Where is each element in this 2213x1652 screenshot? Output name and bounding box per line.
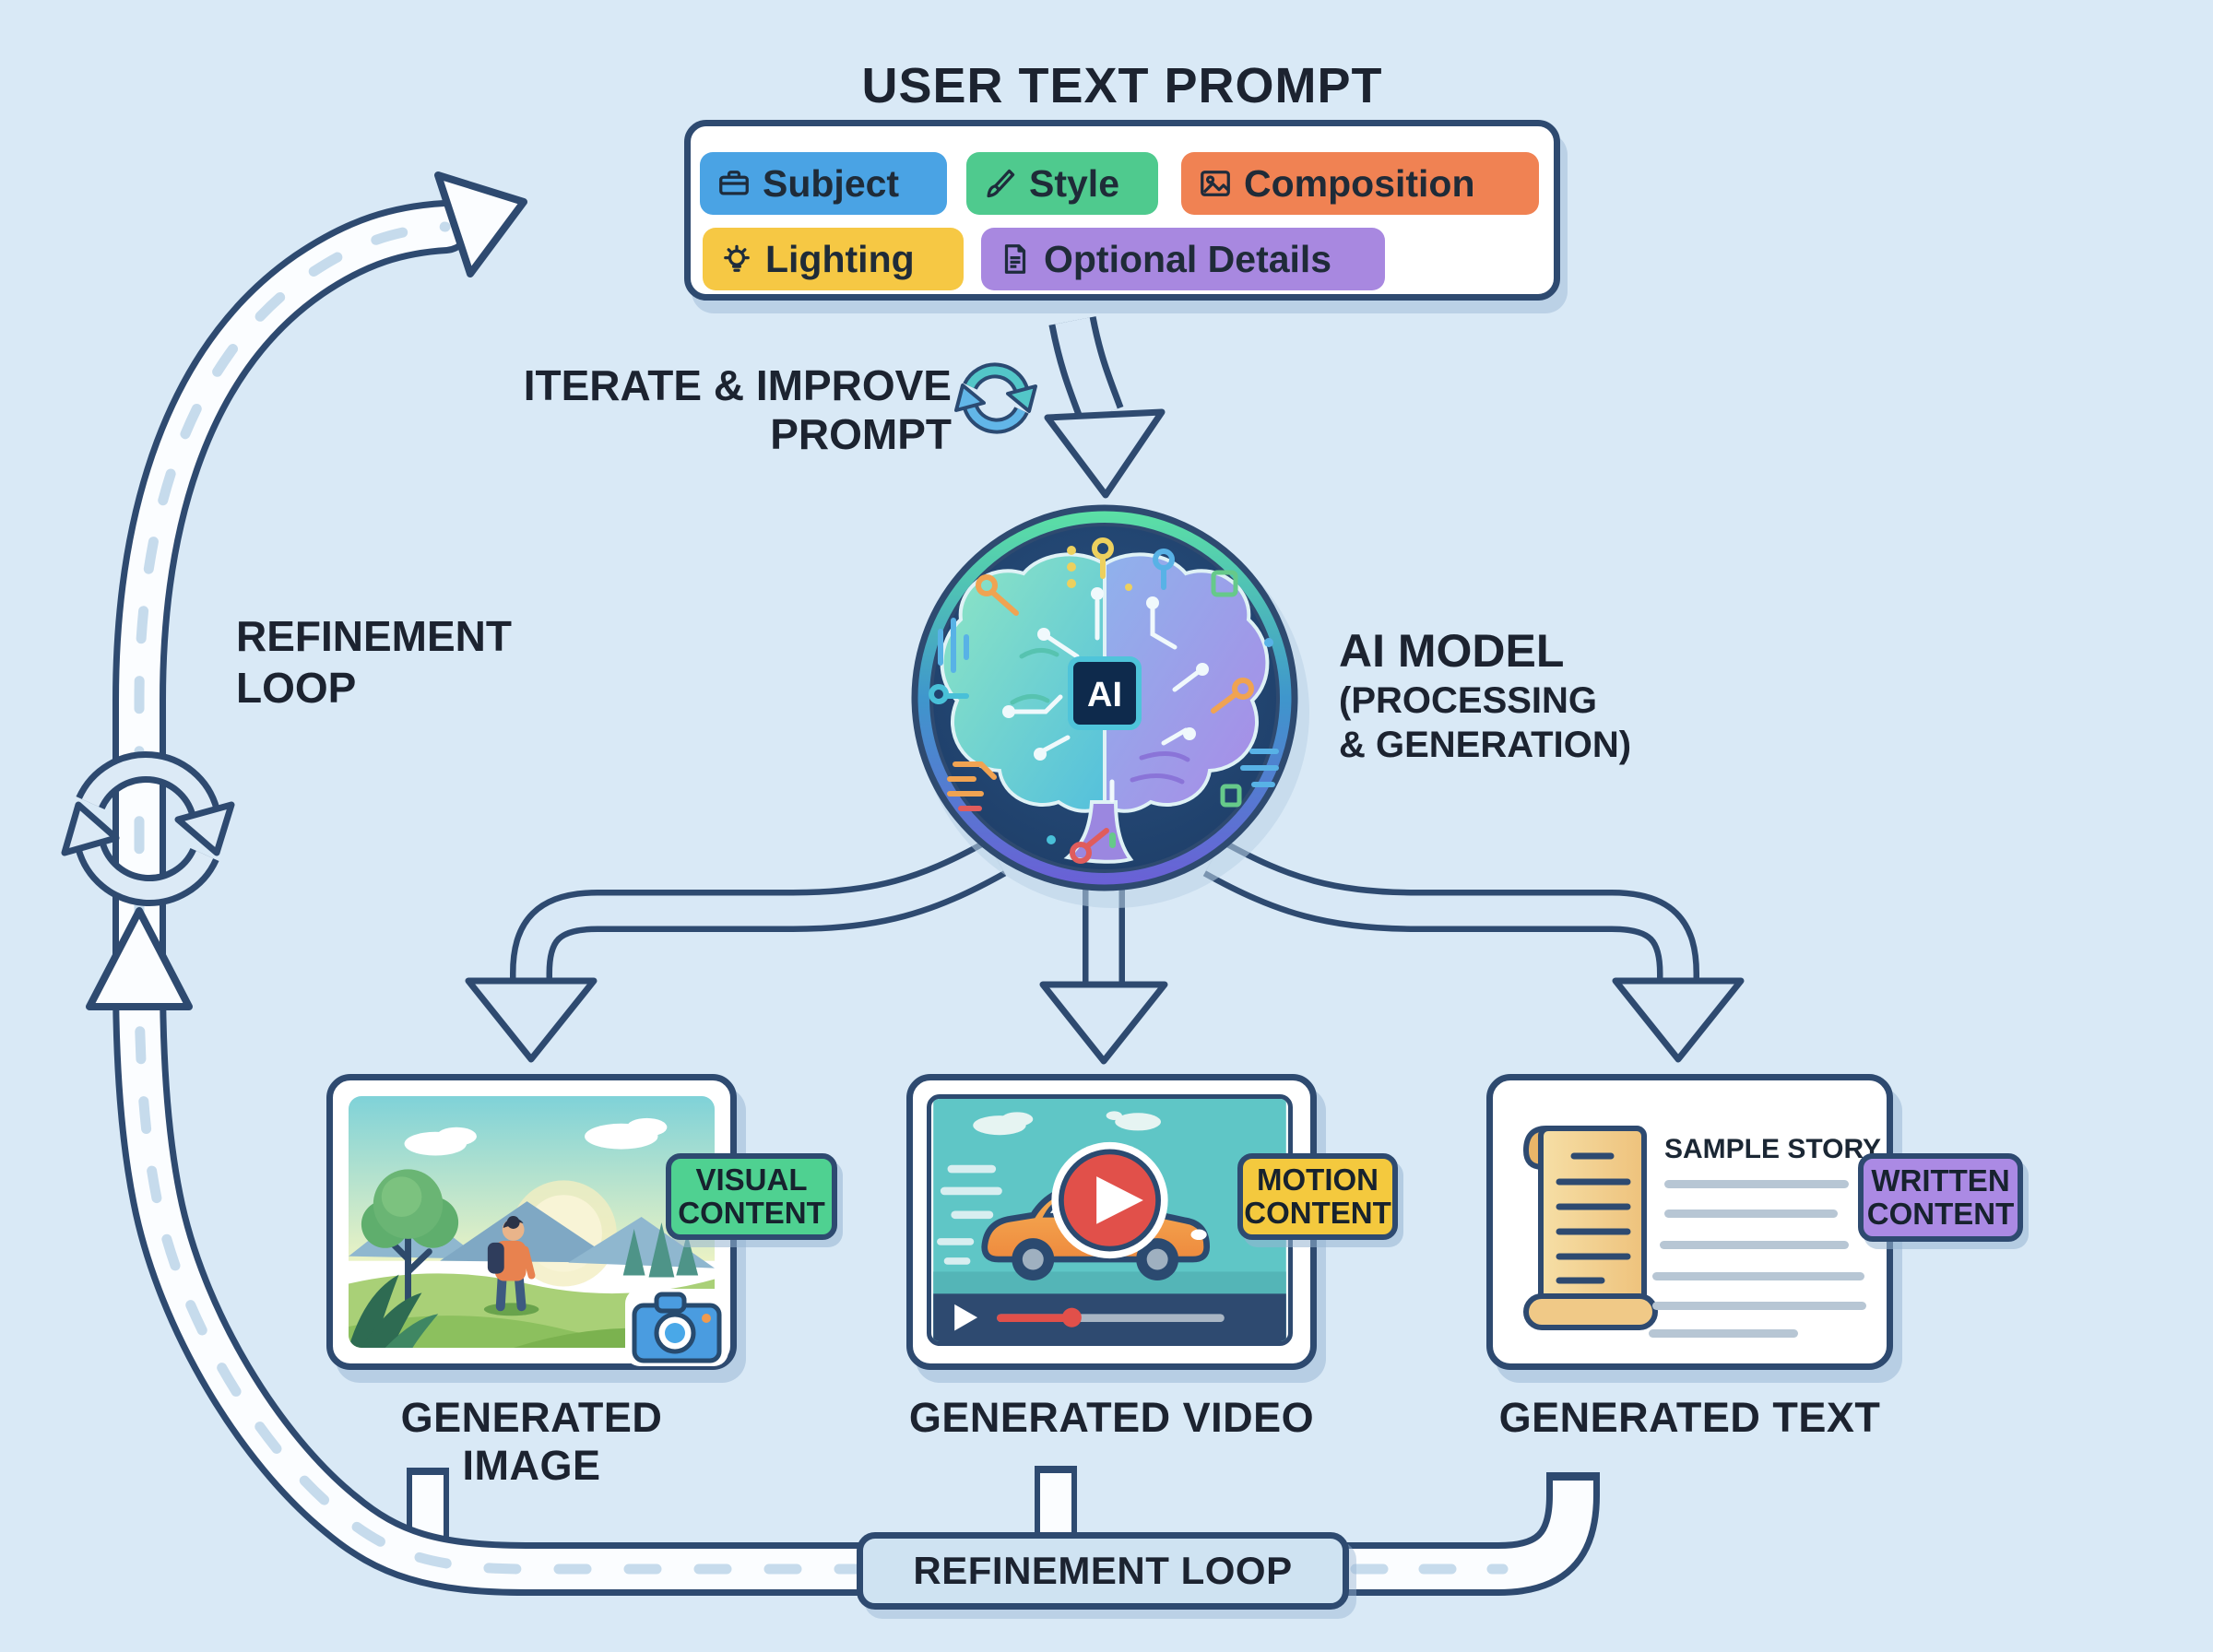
briefcase-icon <box>719 171 749 195</box>
ai-model-node: AI <box>911 504 1309 908</box>
loop-to-prompt-arrowhead <box>434 171 527 277</box>
text-line <box>1652 1302 1866 1310</box>
landscape-illustration <box>349 1096 715 1348</box>
iterate-improve-label: ITERATE & IMPROVE PROMPT <box>523 361 952 459</box>
tag-label: Optional Details <box>1044 237 1332 280</box>
tag-label: Lighting <box>765 237 915 280</box>
ai-brain-illustration: AI <box>940 552 1270 864</box>
text-line <box>1649 1329 1798 1338</box>
generated-text-label: GENERATED TEXT <box>1498 1394 1881 1441</box>
loop-up-arrowhead <box>86 907 193 1010</box>
refinement-loop-left-label: REFINEMENT LOOP <box>236 612 512 713</box>
text-line <box>1664 1210 1838 1218</box>
tag-label: Composition <box>1244 161 1475 205</box>
play-button-icon <box>1051 1141 1168 1259</box>
paintbrush-icon <box>987 169 1015 198</box>
text-line <box>1660 1241 1849 1249</box>
refinement-loop-box: REFINEMENT LOOP <box>857 1532 1349 1610</box>
tree <box>361 1169 459 1312</box>
foreground-leaves <box>349 1274 439 1348</box>
text-line <box>1664 1180 1849 1188</box>
ai-chip-label: AI <box>1087 676 1122 714</box>
tag-composition: Composition <box>1181 152 1539 215</box>
user-text-prompt-box: Subject Style Composition Lighting <box>684 120 1560 301</box>
tag-subject: Subject <box>700 152 947 215</box>
ai-model-label: AI MODEL (PROCESSING & GENERATION) <box>1339 625 1632 765</box>
motion-content-badge: MOTION CONTENT <box>1237 1153 1398 1240</box>
page-title: USER TEXT PROMPT <box>861 58 1383 113</box>
doc-title: SAMPLE STORY <box>1664 1134 1882 1164</box>
visual-content-badge: VISUAL CONTENT <box>666 1153 837 1240</box>
scroll-illustration <box>1522 1125 1658 1330</box>
lightbulb-icon <box>724 244 750 272</box>
tag-style: Style <box>966 152 1158 215</box>
circuit-decorations <box>929 537 1279 864</box>
camera-icon <box>625 1289 728 1366</box>
video-progress-bar <box>933 1293 1286 1341</box>
written-content-badge: WRITTEN CONTENT <box>1858 1153 2023 1242</box>
person <box>483 1216 539 1316</box>
tag-optional-details: Optional Details <box>981 228 1385 290</box>
text-line <box>1652 1272 1864 1280</box>
tag-label: Style <box>1029 161 1119 205</box>
image-icon <box>1201 171 1230 196</box>
generated-video-card <box>906 1074 1317 1370</box>
tag-label: Subject <box>763 161 900 205</box>
generated-video-label: GENERATED VIDEO <box>908 1394 1315 1441</box>
generated-image-label: GENERATED IMAGE <box>400 1394 663 1489</box>
refresh-loop-icon <box>61 751 235 906</box>
document-icon <box>1004 244 1026 274</box>
refinement-loop-pipes <box>86 171 1600 1596</box>
generated-text-card <box>1486 1074 1893 1370</box>
flow-arrows <box>465 315 1745 1065</box>
tag-lighting: Lighting <box>703 228 964 290</box>
generated-image-card <box>326 1074 737 1370</box>
iterate-refresh-icon <box>954 362 1037 434</box>
video-player-illustration <box>927 1094 1293 1346</box>
